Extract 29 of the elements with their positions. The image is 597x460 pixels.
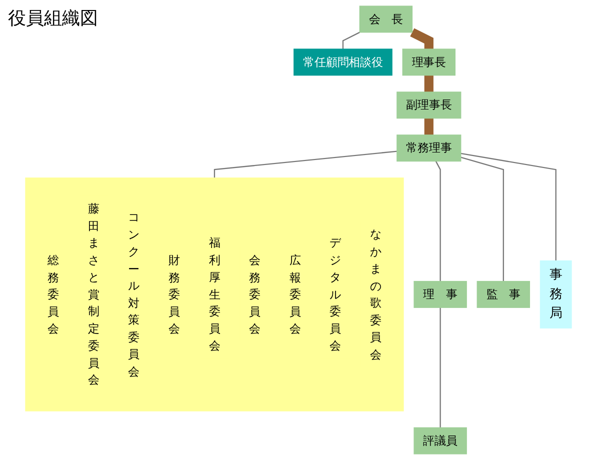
node-box: 会 長 [359,6,413,33]
node-text: コンクール対策委員会 [128,210,140,378]
node-box: 監 事 [476,280,530,308]
node-text: 財務委員会 [168,253,180,336]
connector [424,118,434,135]
connector [440,308,441,428]
node-box: 評議員 [414,427,467,454]
node-text: 広報委員会 [289,253,301,336]
connector [435,160,441,282]
node-box: 常任顧問相談役 [294,48,392,76]
connector [410,28,434,50]
connector [424,75,434,92]
connector [214,150,398,178]
node-text: なかまの歌委員会 [370,228,382,361]
node-box: 事務局 [540,260,572,328]
node-text: 藤田まさと賞制定委員会 [88,202,100,387]
connector [342,32,360,50]
node-box: 理 事 [414,280,467,308]
node-text: デジタル委員会 [330,236,342,352]
node-text: 総務委員会 [48,253,59,336]
diagram-title: 役員組織図 [8,7,98,30]
node-text: 福利厚生委員会 [208,236,220,352]
cluster [25,178,404,412]
node-box: 理事長 [402,48,456,76]
node-text: 会務委員会 [249,253,260,336]
connector [460,156,504,282]
node-box: 常務理事 [396,134,462,162]
connector [460,152,556,261]
node-box: 副理事長 [396,92,462,119]
